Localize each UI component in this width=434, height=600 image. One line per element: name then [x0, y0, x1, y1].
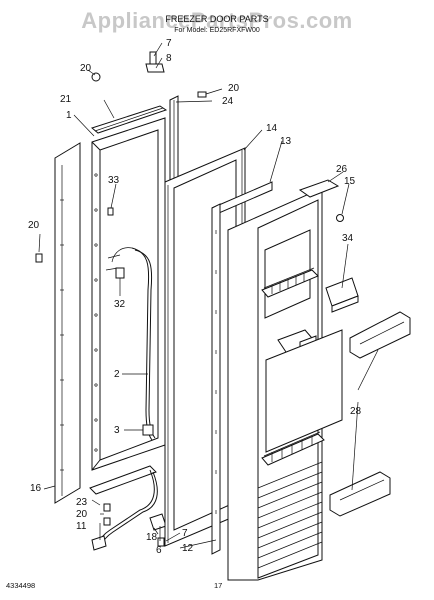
callout-7-top: 7: [166, 38, 172, 49]
door-outer-panel: [54, 142, 81, 504]
callout-7-bottom: 7: [182, 528, 188, 539]
callout-24: 24: [222, 96, 234, 107]
callout-28: 28: [350, 406, 362, 417]
screw-hardware: [35, 91, 207, 547]
callout-21: 21: [60, 94, 72, 105]
door-liner-frame: [91, 117, 166, 471]
callout-34: 34: [342, 233, 354, 244]
door-bin-upper: [349, 311, 411, 359]
inner-liner-strip: [211, 181, 273, 555]
doc-number: 4334498: [6, 581, 35, 590]
inner-door-liner: [227, 179, 343, 581]
callout-20-right: 20: [228, 83, 240, 94]
callout-1: 1: [66, 110, 72, 121]
top-hinge-bracket: [90, 105, 168, 134]
callout-labels: 7 8 20 20 21 24 1 14 13 26 15 33 20 34 3…: [28, 38, 362, 556]
callout-20-left: 20: [28, 220, 40, 231]
callout-26: 26: [336, 164, 348, 175]
callout-15: 15: [344, 176, 356, 187]
callout-13: 13: [280, 136, 292, 147]
callout-23: 23: [76, 497, 88, 508]
callout-16: 16: [30, 483, 42, 494]
callout-8: 8: [166, 53, 172, 64]
dispenser-cup: [325, 277, 359, 313]
bottom-hinge-water-tube: [89, 465, 167, 551]
screw-26: [336, 214, 344, 222]
wire-harness: [105, 207, 156, 441]
callout-6: 6: [156, 545, 162, 556]
callout-32: 32: [114, 299, 126, 310]
hinge-pin-assembly: [91, 51, 165, 82]
page-number: 17: [214, 581, 222, 590]
callout-12: 12: [182, 543, 194, 554]
diagram-title: FREEZER DOOR PARTS: [165, 14, 268, 24]
callout-18: 18: [146, 532, 158, 543]
callout-3: 3: [114, 425, 120, 436]
callout-14: 14: [266, 123, 278, 134]
callout-2: 2: [114, 369, 120, 380]
diagram-subtitle: For Model: ED25RFXFW00: [174, 27, 260, 34]
leader-lines: [38, 42, 379, 549]
callout-20-bottom: 20: [76, 509, 88, 520]
callout-33: 33: [108, 175, 120, 186]
door-bin-lower: [329, 471, 391, 517]
callout-20-top: 20: [80, 63, 92, 74]
watermark-text: AppliancePartsPros.com: [81, 8, 352, 33]
callout-11: 11: [76, 521, 87, 532]
